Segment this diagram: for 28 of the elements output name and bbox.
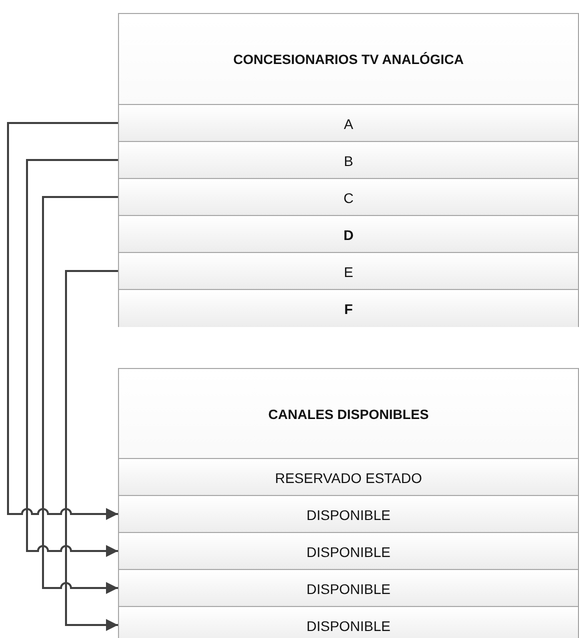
- row-label: DISPONIBLE: [306, 506, 391, 522]
- row-label: C: [343, 190, 354, 206]
- connector-arrow: [65, 270, 118, 631]
- table-heading: CONCESIONARIOS TV ANALÓGICA: [233, 52, 464, 67]
- connector-arrow: [26, 159, 118, 557]
- table-row: [118, 458, 579, 496]
- row-label: B: [344, 152, 354, 168]
- table-row: [118, 141, 579, 179]
- row-label: DISPONIBLE: [306, 618, 391, 634]
- row-label: A: [344, 116, 354, 132]
- table-row: [118, 289, 579, 327]
- table-row: [118, 495, 579, 533]
- row-label: RESERVADO ESTADO: [274, 470, 422, 486]
- connector-arrow: [42, 196, 118, 594]
- table-panel: [118, 13, 579, 327]
- row-label: F: [344, 300, 353, 316]
- table-row: [118, 252, 579, 290]
- table-row: [118, 178, 579, 216]
- row-label: E: [344, 264, 354, 280]
- row-label: DISPONIBLE: [306, 580, 391, 596]
- row-label: DISPONIBLE: [306, 544, 391, 560]
- row-label: D: [343, 226, 354, 242]
- table-row: [118, 215, 579, 253]
- connector-arrow: [7, 122, 118, 520]
- table-row: [118, 569, 579, 607]
- table-row: [118, 104, 579, 142]
- table-row: [118, 532, 579, 570]
- table-heading: CANALES DISPONIBLES: [268, 406, 429, 422]
